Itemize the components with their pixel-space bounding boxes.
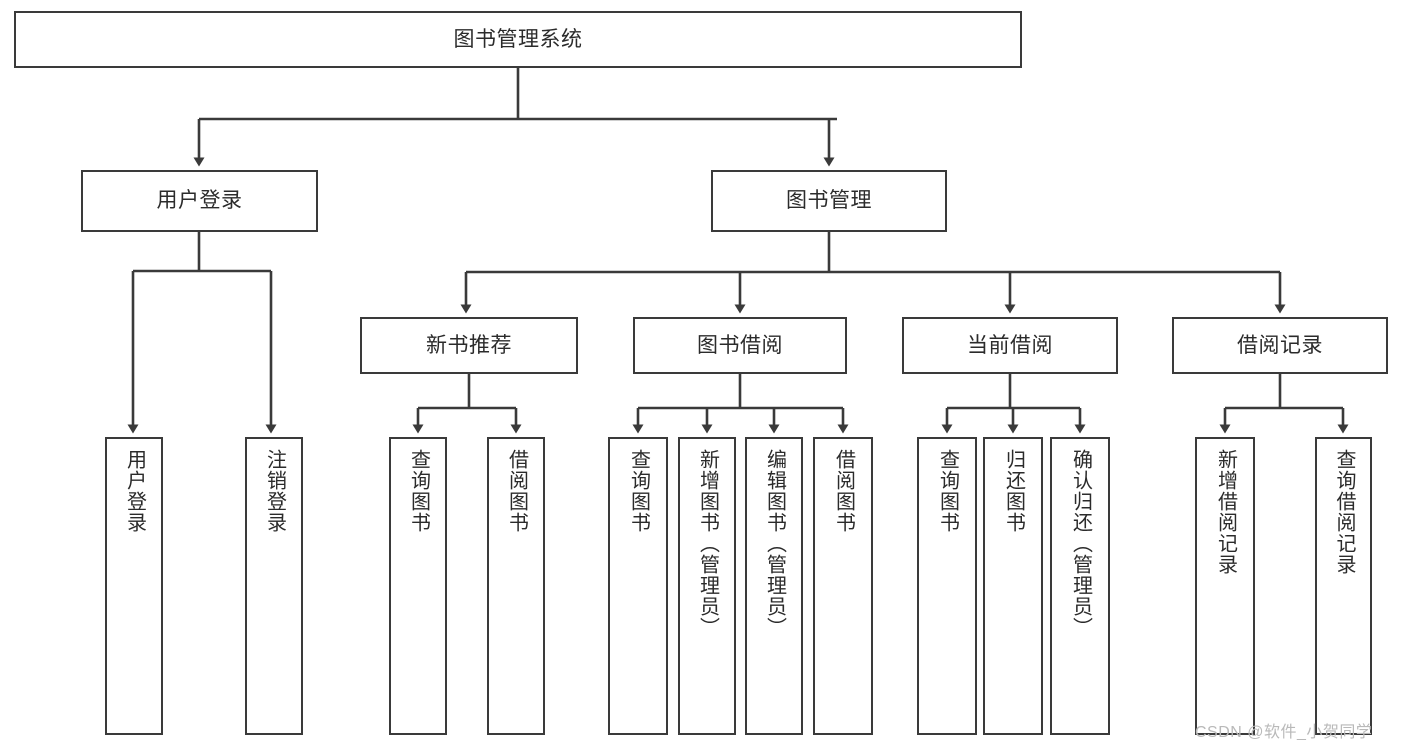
node-leaf-br-query-record-label: 查询借阅记录 bbox=[1333, 449, 1355, 575]
node-leaf-user-logout[interactable]: 注销登录 bbox=[245, 437, 303, 735]
node-leaf-bb-edit-book-label: 编辑图书（管理员） bbox=[763, 449, 786, 638]
node-leaf-br-add-record[interactable]: 新增借阅记录 bbox=[1195, 437, 1255, 735]
node-leaf-user-login-label: 用户登录 bbox=[123, 449, 146, 533]
node-leaf-bb-query-book-label: 查询图书 bbox=[627, 449, 650, 533]
node-user-login-label: 用户登录 bbox=[156, 189, 243, 213]
node-leaf-cb-return-book[interactable]: 归还图书 bbox=[983, 437, 1043, 735]
node-leaf-bb-add-book-label: 新增图书（管理员） bbox=[696, 449, 719, 638]
node-leaf-cb-confirm-return-label: 确认归还（管理员） bbox=[1069, 449, 1092, 638]
node-user-login[interactable]: 用户登录 bbox=[81, 170, 318, 232]
node-leaf-rec-query-book-label: 查询图书 bbox=[407, 449, 430, 533]
node-leaf-bb-borrow-book[interactable]: 借阅图书 bbox=[813, 437, 873, 735]
node-book-management-label: 图书管理 bbox=[786, 189, 872, 213]
node-leaf-br-query-record[interactable]: 查询借阅记录 bbox=[1315, 437, 1372, 735]
node-leaf-bb-borrow-book-label: 借阅图书 bbox=[832, 449, 855, 533]
node-leaf-user-logout-label: 注销登录 bbox=[263, 449, 286, 533]
node-leaf-br-add-record-label: 新增借阅记录 bbox=[1214, 449, 1237, 575]
node-new-book-recommendation[interactable]: 新书推荐 bbox=[360, 317, 578, 374]
node-leaf-cb-query-book-label: 查询图书 bbox=[936, 449, 959, 533]
node-leaf-bb-edit-book[interactable]: 编辑图书（管理员） bbox=[745, 437, 803, 735]
node-leaf-user-login[interactable]: 用户登录 bbox=[105, 437, 163, 735]
node-leaf-rec-borrow-book-label: 借阅图书 bbox=[505, 449, 528, 533]
node-leaf-cb-return-book-label: 归还图书 bbox=[1002, 449, 1025, 533]
node-leaf-bb-add-book[interactable]: 新增图书（管理员） bbox=[678, 437, 736, 735]
node-current-borrow[interactable]: 当前借阅 bbox=[902, 317, 1118, 374]
node-borrow-record[interactable]: 借阅记录 bbox=[1172, 317, 1388, 374]
node-new-book-recommendation-label: 新书推荐 bbox=[426, 333, 512, 357]
node-current-borrow-label: 当前借阅 bbox=[967, 333, 1053, 357]
node-book-management[interactable]: 图书管理 bbox=[711, 170, 947, 232]
node-book-borrow-label: 图书借阅 bbox=[697, 333, 783, 357]
node-borrow-record-label: 借阅记录 bbox=[1237, 333, 1323, 357]
node-leaf-rec-query-book[interactable]: 查询图书 bbox=[389, 437, 447, 735]
node-root[interactable]: 图书管理系统 bbox=[14, 11, 1022, 68]
node-root-label: 图书管理系统 bbox=[453, 27, 583, 51]
csdn-watermark: CSDN @软件_小贺同学 bbox=[1195, 724, 1373, 741]
node-leaf-cb-confirm-return[interactable]: 确认归还（管理员） bbox=[1050, 437, 1110, 735]
node-leaf-rec-borrow-book[interactable]: 借阅图书 bbox=[487, 437, 545, 735]
node-book-borrow[interactable]: 图书借阅 bbox=[633, 317, 847, 374]
node-leaf-bb-query-book[interactable]: 查询图书 bbox=[608, 437, 668, 735]
node-leaf-cb-query-book[interactable]: 查询图书 bbox=[917, 437, 977, 735]
